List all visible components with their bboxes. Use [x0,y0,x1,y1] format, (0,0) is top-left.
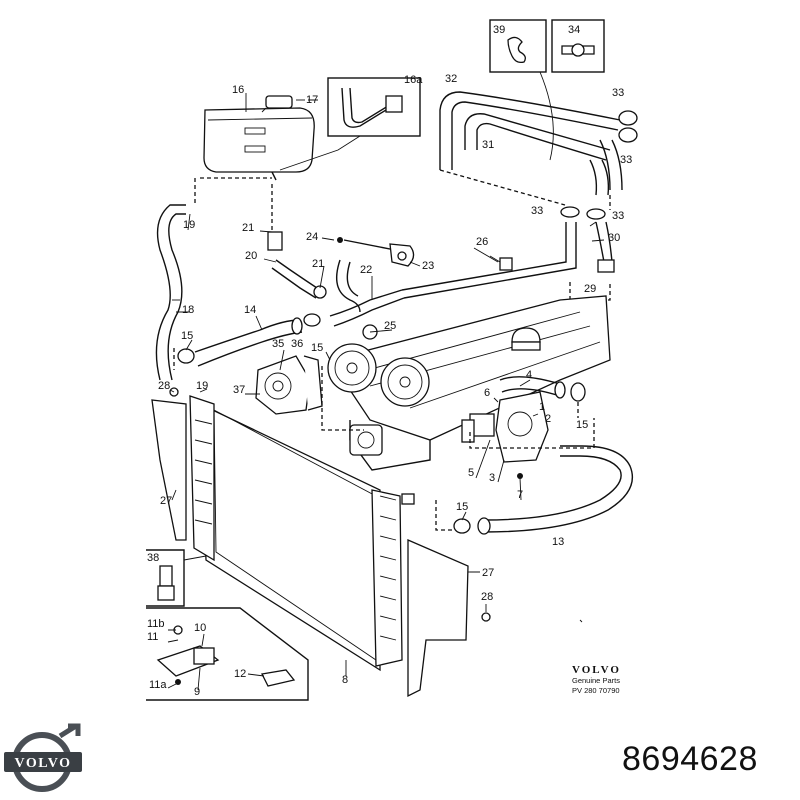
callout-30: 30 [608,232,620,244]
shield-27-right [407,539,469,698]
callout-11a: 11a [149,679,167,691]
caption-line-2: PV 280 70790 [572,686,620,695]
callout-27-b: 27 [482,567,494,579]
callout-34: 34 [568,24,580,36]
callout-15-b: 15 [311,342,323,354]
callout-15-c: 15 [576,419,588,431]
inset-box-38 [146,549,185,607]
callout-33-c: 33 [531,205,543,217]
callout-25: 25 [384,320,396,332]
callout-35: 35 [272,338,284,350]
callout-14: 14 [244,304,256,316]
callout-6: 6 [484,387,490,399]
callout-33-d: 33 [612,210,624,222]
callout-13: 13 [552,536,564,548]
callout-33-b: 33 [620,154,632,166]
genuine-parts-caption: VOLVO Genuine Parts PV 280 70790 [572,664,682,696]
callout-16a: 16a [404,74,423,86]
inset-box-16a [327,77,421,137]
callout-11b: 11b [147,618,165,630]
logo-arrow-icon [58,723,81,739]
hose-18 [155,204,186,381]
callout-21-b: 21 [312,258,324,270]
shield-27-left [151,399,187,541]
callout-20: 20 [245,250,257,262]
clamps-33-lower [560,206,606,220]
callout-18: 18 [182,304,194,316]
leader-39 [539,71,554,161]
callout-19-b: 19 [196,380,208,392]
callout-33-a: 33 [612,87,624,99]
callout-9: 9 [194,686,200,698]
clamps-33-top [618,110,638,143]
callout-28-a: 28 [158,380,170,392]
inset-box-34 [551,19,605,73]
callout-24: 24 [306,231,318,243]
callout-12: 12 [234,668,246,680]
callout-31: 31 [482,139,494,151]
volvo-logo: VOLVO [4,723,82,792]
callout-4: 4 [526,369,532,381]
callout-7: 7 [517,489,523,501]
callout-28-b: 28 [481,591,493,603]
callout-11: 11 [147,631,158,643]
callout-39: 39 [493,24,505,36]
callout-21-a: 21 [242,222,254,234]
callout-37: 37 [233,384,245,396]
camshaft-gears [327,343,430,407]
caption-line-1: Genuine Parts [572,676,620,685]
callout-27-a: 27 [160,495,172,507]
coolant-pipe [401,222,567,291]
callout-2: 2 [545,413,551,425]
inset-box-39 [489,19,547,73]
callout-38: 38 [147,552,159,564]
callout-15-d: 15 [456,501,468,513]
callout-29: 29 [584,283,596,295]
upper-hose-32 [439,91,623,191]
hose-14 [194,319,301,353]
expansion-tank [203,95,315,181]
inset-lower-left [146,607,309,701]
callout-16: 16 [232,84,244,96]
callout-19-a: 19 [183,219,195,231]
radiator [189,395,415,672]
callout-26: 26 [476,236,488,248]
callout-22: 22 [360,264,372,276]
callout-5: 5 [468,467,474,479]
callout-15-a: 15 [181,330,193,342]
callout-23: 23 [422,260,434,272]
caption-brand: VOLVO [572,664,621,676]
thermostat-housing [461,376,586,479]
callout-1: 1 [539,401,545,413]
callout-10: 10 [194,622,206,634]
callout-32: 32 [445,73,457,85]
callout-3: 3 [489,472,495,484]
hose-13 [483,455,622,521]
callout-36: 36 [291,338,303,350]
logo-text: VOLVO [15,756,72,771]
part-number: 8694628 [622,740,758,778]
engine-cylinder-head [328,295,611,471]
water-pump [255,355,323,415]
callout-8: 8 [342,674,348,686]
upper-hose-31 [464,113,611,196]
